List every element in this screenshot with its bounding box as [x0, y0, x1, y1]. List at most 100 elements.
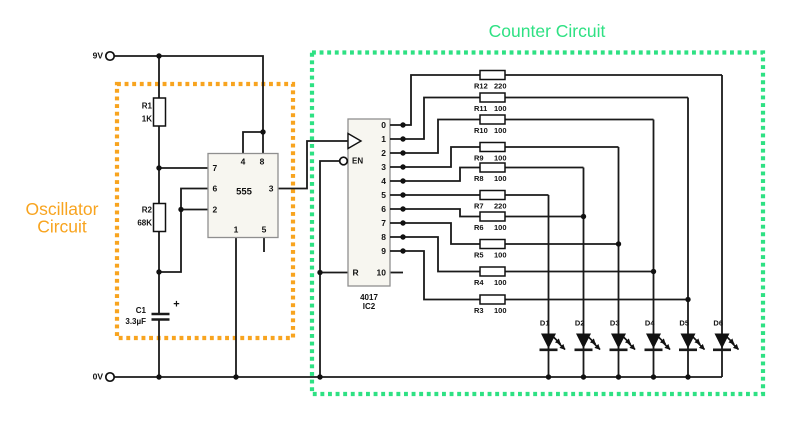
wire-9v-rail [114, 55, 264, 154]
resistor-r6-value: 100 [494, 223, 507, 232]
junction-dot [400, 164, 406, 170]
wire-ic2-output-1 [390, 96, 480, 140]
resistor-r3-name: R3 [474, 306, 484, 315]
wire-ic2-output-9 [390, 250, 480, 301]
resistor-r10 [479, 114, 506, 125]
ic1-pin-3: 3 [269, 184, 274, 194]
positive-terminal [104, 50, 116, 62]
ic2-output-pin-9: 9 [381, 246, 386, 256]
led-d3: D3 [609, 147, 636, 377]
led-d4: D4 [644, 119, 671, 377]
led-light-arrow-icon [695, 340, 706, 351]
wire-clock-signal [278, 140, 348, 190]
junction-dot [400, 206, 406, 212]
ic2-reset-label: R [353, 268, 359, 278]
wire-ic2-output-8 [390, 236, 480, 273]
ic2-output-pin-6: 6 [381, 204, 386, 214]
resistor-r12 [479, 69, 506, 81]
resistor-r4-name: R4 [474, 278, 484, 287]
junction-dot [400, 234, 406, 240]
resistor-r6-name: R6 [474, 223, 484, 232]
resistor-r7 [479, 189, 506, 201]
ic2-output-pin-5: 5 [381, 190, 386, 200]
led-d5-label: D5 [679, 319, 689, 328]
oscillator-title-line2: Circuit [37, 217, 87, 237]
resistor-r4-value: 100 [494, 278, 507, 287]
resistor-r5-value: 100 [494, 251, 507, 260]
enable-bubble-icon [338, 156, 349, 166]
junction-dot [650, 374, 657, 380]
ic1-555-body [207, 152, 279, 239]
junction-dot [156, 374, 162, 380]
ic1-pin-5: 5 [262, 225, 267, 235]
ic2-carry-pin: 10 [377, 268, 387, 278]
clock-triangle-icon [347, 132, 363, 150]
junction-dot [650, 268, 657, 275]
junction-dot [400, 178, 406, 184]
junction-dot [615, 241, 622, 247]
resistor-r12-value: 220 [494, 82, 507, 91]
led-d2: D2 [574, 167, 601, 377]
ic1-pin-6: 6 [213, 184, 218, 194]
resistor-r7-name: R7 [474, 202, 484, 211]
led-anode-triangle-icon [714, 333, 730, 349]
led-light-arrow-icon [556, 340, 566, 351]
junction-dot [156, 165, 162, 171]
ic2-output-pin-8: 8 [381, 232, 386, 242]
led-anode-triangle-icon [576, 333, 591, 349]
junction-dot [156, 53, 162, 59]
resistor-r9-name: R9 [474, 154, 484, 163]
ic2-output-pin-7: 7 [381, 218, 386, 228]
resistor-r9-value: 100 [494, 154, 507, 163]
wire-ic2-output-4 [390, 166, 480, 182]
ic2-ref-label: IC2 [363, 302, 376, 311]
led-d1: D1 [539, 195, 566, 377]
junction-dot [400, 192, 406, 198]
junction-dot [400, 220, 406, 226]
wire-ic2-output-7 [390, 222, 480, 245]
led-d6: D6 [713, 75, 740, 377]
wire-pin4-bracket [242, 131, 263, 154]
led-light-arrow-icon [591, 340, 601, 351]
oscillator-title-line1: Oscillator [26, 199, 99, 219]
counter-boundary [309, 50, 766, 397]
ic1-pin-1: 1 [234, 225, 239, 235]
capacitor-c1-value: 3.3µF [125, 317, 146, 326]
resistor-r2 [152, 202, 167, 233]
resistor-r1-name: R1 [142, 102, 153, 111]
resistor-r1-value: 1K [142, 115, 152, 124]
ic2-enable-label: EN [352, 157, 363, 166]
led-light-arrow-icon [626, 340, 636, 351]
ic2-output-pin-3: 3 [381, 162, 386, 172]
ground-rail-label: 0V [93, 372, 104, 382]
wire-pin6-feedback [159, 187, 208, 273]
resistor-r4 [479, 266, 506, 277]
junction-dot [615, 374, 622, 380]
resistor-r11-name: R11 [474, 104, 487, 113]
resistor-r9 [479, 141, 506, 153]
junction-dot [156, 269, 162, 275]
capacitor-c1 [151, 312, 170, 321]
counter-title: Counter Circuit [489, 21, 606, 41]
led-d1-label: D1 [540, 319, 550, 328]
resistor-r11 [479, 92, 506, 103]
ground-terminal [104, 371, 116, 383]
ic1-pin-8: 8 [260, 157, 265, 167]
resistor-r10-name: R10 [474, 126, 488, 135]
resistor-r7-value: 220 [494, 202, 507, 211]
ic1-555-label: 555 [236, 187, 253, 198]
led-d6-label: D6 [713, 319, 723, 328]
led-anode-triangle-icon [541, 333, 556, 349]
resistor-r8-value: 100 [494, 174, 507, 183]
junction-dot [400, 150, 406, 156]
junction-dot [685, 296, 691, 303]
junction-dot [685, 374, 691, 380]
led-d4-label: D4 [645, 319, 655, 328]
junction-dot [400, 136, 406, 142]
junction-dot [400, 122, 406, 128]
resistor-r2-value: 68K [137, 219, 152, 228]
resistor-r3 [479, 294, 506, 305]
